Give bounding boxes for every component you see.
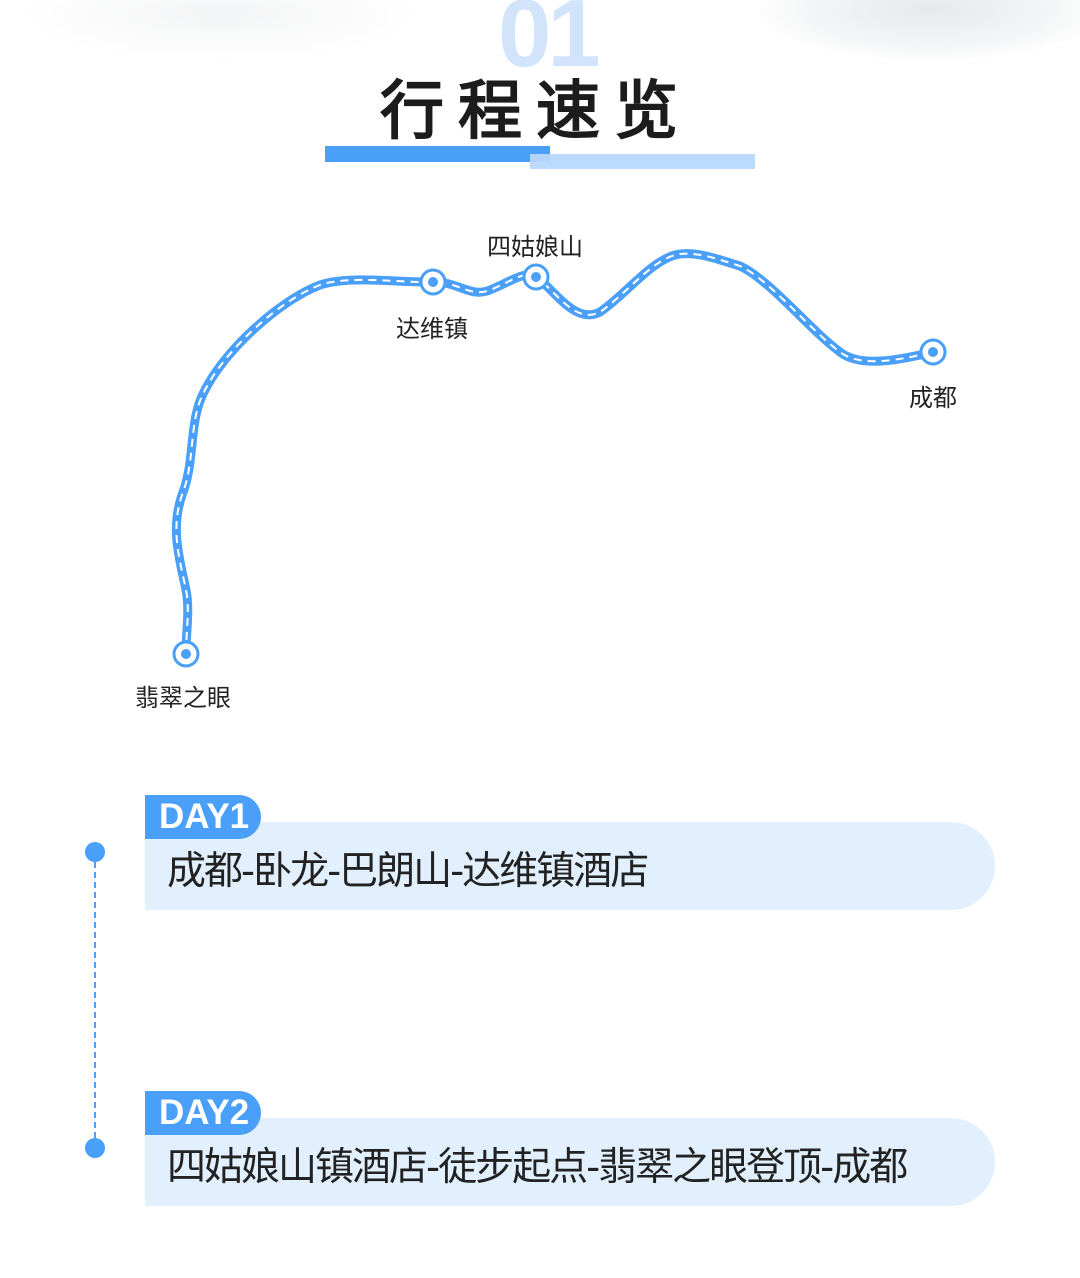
stop-label-dawei: 达维镇 bbox=[396, 315, 468, 343]
timeline-dot bbox=[85, 842, 105, 862]
day1-route: 成都-卧龙-巴朗山-达维镇酒店 bbox=[167, 849, 649, 894]
route-line-dashes bbox=[175, 252, 934, 655]
stop-label-siguniang: 四姑娘山 bbox=[487, 233, 583, 261]
route-map bbox=[171, 249, 947, 668]
day2-tag: DAY2 bbox=[145, 1091, 262, 1135]
day1-card: 成都-卧龙-巴朗山-达维镇酒店 bbox=[145, 822, 995, 910]
day1-tag: DAY1 bbox=[145, 795, 262, 839]
page-title: 行程速览 bbox=[380, 74, 692, 149]
route-line bbox=[171, 249, 938, 659]
timeline-line bbox=[94, 852, 96, 1148]
title-underline-light bbox=[530, 154, 755, 169]
section-number: 01 bbox=[498, 0, 601, 87]
title-underline bbox=[325, 146, 550, 162]
stop-marker-center bbox=[181, 272, 938, 659]
timeline-dot bbox=[85, 1138, 105, 1158]
day2-route: 四姑娘山镇酒店-徒步起点-翡翠之眼登顶-成都 bbox=[167, 1145, 908, 1190]
stop-label-feicui: 翡翠之眼 bbox=[135, 684, 231, 712]
stop-marker bbox=[172, 263, 947, 668]
stop-label-chengdu: 成都 bbox=[909, 384, 957, 412]
day2-card: 四姑娘山镇酒店-徒步起点-翡翠之眼登顶-成都 bbox=[145, 1118, 995, 1206]
